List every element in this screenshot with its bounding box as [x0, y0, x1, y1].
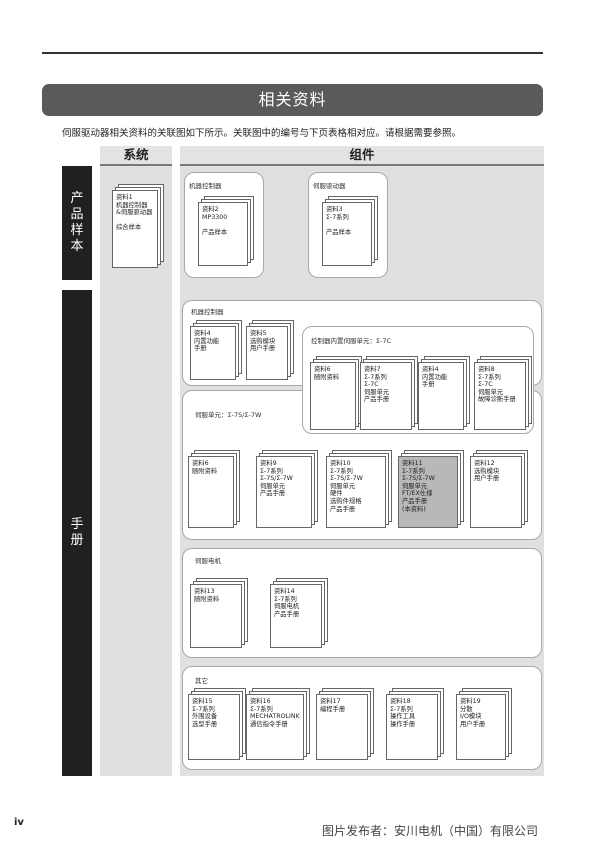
- book-9[interactable]: 资料9 Σ-7系列 Σ-7S/Σ-7W 伺服单元 产品手册: [256, 456, 312, 528]
- book-2[interactable]: 资料2 MP3300 产品样本: [198, 202, 248, 266]
- page-title-banner: 相关资料: [42, 84, 543, 116]
- book-14[interactable]: 资料14 Σ-7系列 伺服电机 产品手册: [270, 584, 322, 648]
- page-number: iv: [14, 817, 24, 828]
- sidebar-manual: 手 册: [62, 290, 92, 776]
- book-8[interactable]: 资料8 Σ-7系列 Σ-7C 伺服单元 故障诊断手册: [474, 362, 526, 430]
- system-column-header: 系统: [100, 146, 172, 166]
- panel-title: 伺服单元：Σ-7S/Σ-7W: [195, 411, 262, 419]
- book-13[interactable]: 资料13 随附资料: [190, 584, 242, 648]
- panel-title: 控制器内置伺服单元：Σ-7C: [311, 337, 392, 345]
- book-3[interactable]: 资料3 Σ-7系列 产品样本: [322, 202, 372, 266]
- book-5[interactable]: 资料5 选购模块 用户手册: [246, 326, 288, 380]
- intro-text: 伺服驱动器相关资料的关联图如下所示。关联图中的编号与下页表格相对应。请根据需要参…: [62, 128, 462, 139]
- panel-title: 其它: [195, 677, 208, 685]
- book-1[interactable]: 资料1 机器控制器 &伺服驱动器 综合样本: [112, 190, 158, 268]
- book-4a[interactable]: 资料4 内置功能 手册: [190, 326, 236, 380]
- panel-title: 机器控制器: [191, 308, 224, 316]
- book-15[interactable]: 资料15 Σ-7系列 外围设备 选型手册: [188, 694, 240, 760]
- book-11[interactable]: 资料11 Σ-7系列 Σ-7S/Σ-7W 伺服单元 FT/EX仕様 产品手册 (…: [398, 456, 458, 528]
- panel-title: 伺服电机: [195, 557, 221, 565]
- panel-servo-motor: 伺服电机: [182, 548, 542, 658]
- panel-title: 伺服驱动器: [313, 182, 346, 190]
- book-16[interactable]: 资料16 Σ-7系列 MECHATROLINK 通信指令手册: [246, 694, 304, 760]
- book-6a[interactable]: 资料6 随附资料: [310, 362, 356, 430]
- panel-title: 机器控制器: [189, 182, 222, 190]
- components-column-header: 组件: [180, 146, 544, 166]
- book-7[interactable]: 资料7 Σ-7系列 Σ-7C 伺服单元 产品手册: [360, 362, 412, 430]
- book-18[interactable]: 资料18 Σ-7系列 操作工具 操作手册: [386, 694, 438, 760]
- publisher-watermark: 图片发布者：安川电机（中国）有限公司: [322, 824, 539, 838]
- book-17[interactable]: 资料17 编程手册: [316, 694, 368, 760]
- top-rule: [42, 52, 543, 54]
- book-19[interactable]: 资料19 分散 I/O模块 用户手册: [456, 694, 506, 760]
- book-12[interactable]: 资料12 选购模块 用户手册: [470, 456, 522, 528]
- book-10[interactable]: 资料10 Σ-7系列 Σ-7S/Σ-7W 伺服单元 硬件 选购件规格 产品手册: [326, 456, 386, 528]
- sidebar-catalog: 产 品 样 本: [62, 166, 92, 280]
- book-6b[interactable]: 资料6 随附资料: [188, 456, 234, 528]
- book-4b[interactable]: 资料4 内置功能 手册: [418, 362, 464, 430]
